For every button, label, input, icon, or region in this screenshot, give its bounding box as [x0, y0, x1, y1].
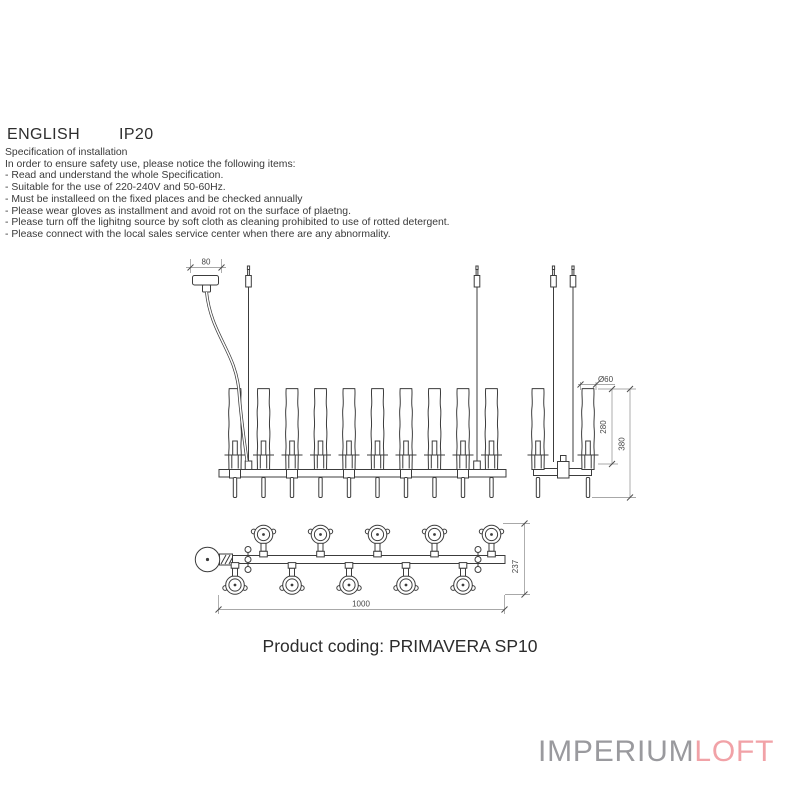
product-coding: Product coding: PRIMAVERA SP10 [262, 636, 538, 656]
cable-spindle [474, 546, 482, 573]
ip-rating-label: IP20 [119, 126, 154, 143]
glass-shades-front [224, 388, 503, 470]
dimension-fixture-height: 380 [592, 385, 636, 501]
spec-item: - Read and understand the whole Specific… [5, 170, 224, 182]
installation-spec-text: Specification of installation In order t… [5, 147, 450, 241]
logo-text-secondary: LOFT [694, 735, 775, 768]
spec-intro: In order to ensure safety use, please no… [5, 158, 296, 170]
ceiling-canopy [192, 275, 219, 293]
top-view: 237 1000 [194, 520, 530, 614]
logo-text-primary: IMPERIUM [538, 735, 695, 768]
front-view: 80 [186, 258, 507, 498]
side-view: Ø60 280 380 [527, 265, 636, 501]
spec-title: Specification of installation [5, 147, 128, 158]
hinge-block [219, 553, 233, 566]
spec-item: - Please connect with the local sales se… [5, 228, 391, 240]
cable-spindle [244, 546, 252, 573]
suspension-cables-side [550, 265, 577, 462]
spec-item: - Suitable for the use of 220-240V and 5… [5, 182, 226, 194]
fixture-length-label: 1000 [352, 600, 370, 609]
brand-logo: IMPERIUMLOFT [538, 735, 774, 769]
suspension-cables-front [244, 265, 481, 470]
language-label: ENGLISH [7, 126, 81, 143]
fixture-bar-front [218, 469, 507, 478]
shade-positions-front-row [222, 562, 476, 595]
spec-item: - Please wear gloves as installment and … [5, 205, 351, 217]
shade-positions-back-row [250, 524, 505, 558]
dimension-canopy-width: 80 [186, 258, 226, 273]
power-cord [205, 291, 249, 462]
fixture-depth-label: 237 [511, 559, 520, 573]
center-hub [557, 461, 570, 479]
bottom-stems-front [232, 477, 494, 498]
end-disc [194, 546, 221, 573]
spec-item: - Please turn off the lighitng source by… [5, 217, 450, 229]
spec-item: - Must be installeed on the fixed places… [5, 193, 303, 205]
dimension-fixture-depth: 237 [503, 520, 530, 598]
dimension-shade-diameter: Ø60 [577, 375, 615, 390]
dimension-fixture-length: 1000 [215, 595, 508, 614]
shade-height-label: 280 [599, 420, 608, 434]
canopy-width-label: 80 [202, 258, 211, 267]
fixture-height-label: 380 [618, 437, 627, 451]
shade-diameter-label: Ø60 [598, 375, 614, 384]
